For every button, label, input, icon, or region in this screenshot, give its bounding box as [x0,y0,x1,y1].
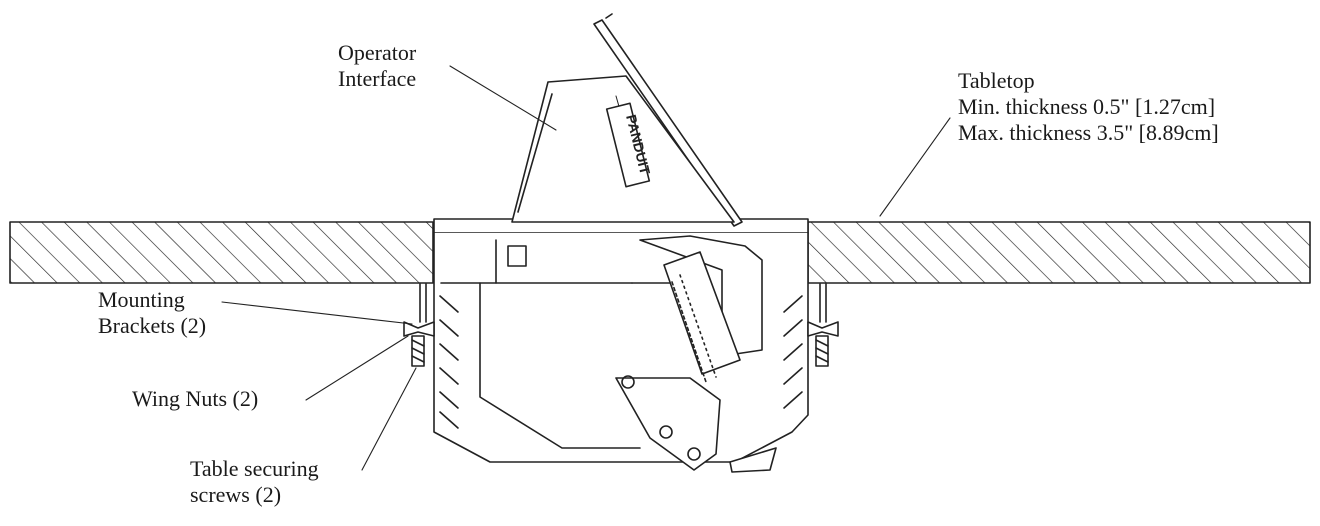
left-bracket-assembly [403,283,435,367]
tabletop-left-section [9,221,434,284]
right-slotted-wall [783,295,803,409]
tabletop-leader [879,117,951,217]
operator-interface-leader [449,65,557,131]
wing-nuts-leader [305,335,409,401]
mounting-brackets-leader [221,301,413,325]
leader-lines [221,65,951,471]
operator-interface-panel: PANDUIT [511,13,743,227]
print-mechanism [615,235,777,473]
right-bracket-assembly [807,283,839,367]
operator-interface-label: Operator Interface [338,40,417,91]
table-screws-leader [361,367,417,471]
table-securing-screws-label: Table securing screws (2) [190,456,319,507]
mounting-brackets-label: Mounting Brackets (2) [98,287,207,338]
left-slotted-wall [439,295,459,429]
wing-nuts-label: Wing Nuts (2) [132,386,259,411]
tabletop-label: Tabletop Min. thickness 0.5" [1.27cm] Ma… [958,68,1219,145]
tabletop-right-section [807,221,1311,284]
